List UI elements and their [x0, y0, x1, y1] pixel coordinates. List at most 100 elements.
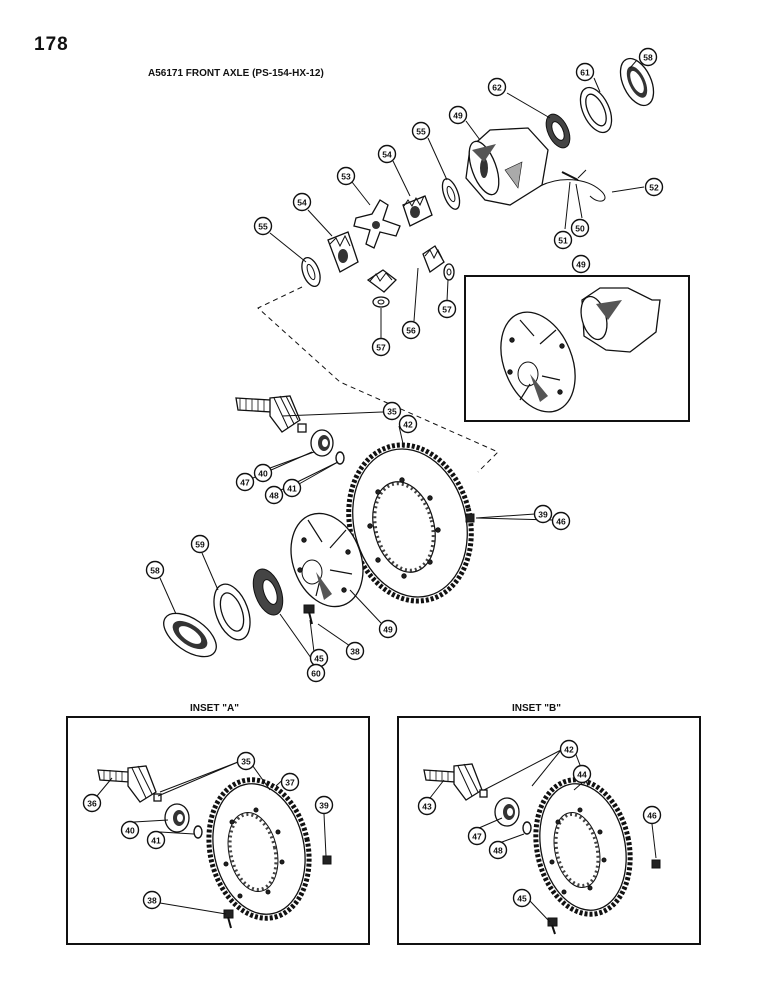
callout-label: 45	[314, 654, 324, 664]
callout-label: 46	[647, 811, 657, 821]
callout-45: 45	[512, 888, 532, 908]
callout-49: 49	[571, 254, 591, 274]
page-number: 178	[34, 34, 69, 55]
callout-label: 43	[422, 802, 432, 812]
callout-label: 38	[147, 896, 157, 906]
pinion-gear-56-upper	[422, 245, 445, 274]
callout-label: 47	[472, 832, 482, 842]
callout-36: 36	[82, 793, 102, 813]
callout-label: 58	[643, 53, 653, 63]
callout-label: 41	[287, 484, 297, 494]
callout-label: 62	[492, 83, 502, 93]
inset-b-nut	[651, 859, 661, 869]
leader-line	[465, 120, 481, 141]
callout-49: 49	[378, 619, 398, 639]
side-gear-54-right	[402, 195, 433, 227]
callout-61: 61	[575, 62, 595, 82]
callout-42: 42	[559, 739, 579, 759]
callout-35: 35	[236, 751, 256, 771]
callout-label: 40	[258, 469, 268, 479]
callout-39: 39	[533, 504, 553, 524]
callout-54: 54	[377, 144, 397, 164]
callout-47: 47	[235, 472, 255, 492]
inset-a-bolt	[223, 909, 234, 929]
callout-41: 41	[282, 478, 302, 498]
callout-38: 38	[345, 641, 365, 661]
leader-line	[317, 623, 351, 647]
case-half-49-body	[580, 287, 661, 353]
leader-line	[159, 577, 177, 615]
callout-57: 57	[371, 337, 391, 357]
bearing-cone-58-lower	[163, 612, 217, 658]
assembly-dashed-line	[257, 286, 499, 473]
snap-ring-41	[335, 451, 345, 465]
leader-line	[96, 777, 113, 797]
callout-group: 5861624955545354555250514956575735424740…	[82, 47, 664, 910]
leader-line	[475, 513, 536, 519]
leader-line	[575, 183, 583, 219]
callout-label: 55	[416, 127, 426, 137]
callout-label: 60	[311, 669, 321, 679]
inset-b-bearing	[494, 797, 520, 827]
callout-label: 42	[564, 745, 574, 755]
leader-line	[349, 589, 382, 624]
diagram-title: A56171 FRONT AXLE (PS-154-HX-12)	[148, 68, 324, 79]
callout-53: 53	[336, 166, 356, 186]
bearing-cone-62	[545, 113, 571, 149]
differential-case-49-lower	[290, 512, 364, 608]
inset-49-frame	[464, 275, 690, 422]
callout-label: 53	[341, 172, 351, 182]
leader-line	[269, 232, 307, 263]
ring-gear-bolt-38-45	[303, 604, 315, 625]
callout-48: 48	[264, 485, 284, 505]
callout-47: 47	[467, 826, 487, 846]
leader-line	[201, 552, 219, 591]
callout-46: 46	[551, 511, 571, 531]
callout-label: 39	[538, 510, 548, 520]
callout-label: 52	[649, 183, 659, 193]
leader-line	[281, 411, 384, 417]
leader-line	[611, 186, 645, 193]
bearing-cup-59	[213, 583, 251, 641]
leader-line	[392, 160, 411, 197]
leader-line	[159, 902, 227, 915]
callout-51: 51	[553, 230, 573, 250]
callout-49: 49	[448, 105, 468, 125]
callout-39: 39	[314, 795, 334, 815]
callout-label: 48	[493, 846, 503, 856]
callout-58: 58	[145, 560, 165, 580]
inset-a-nut	[322, 855, 332, 865]
callout-label: 61	[580, 68, 590, 78]
spider-cross-53	[353, 199, 401, 249]
leader-line	[157, 761, 239, 797]
callout-label: 48	[269, 491, 279, 501]
lock-nut-39-46	[465, 513, 475, 523]
inset-b-drive-pinion	[423, 763, 488, 801]
bearing-cone-58-top	[619, 57, 655, 107]
callout-label: 55	[258, 222, 268, 232]
leader-line	[133, 819, 169, 823]
callout-62: 62	[487, 77, 507, 97]
leader-line	[307, 209, 333, 237]
callout-37: 37	[280, 772, 300, 792]
leader-line	[323, 813, 327, 857]
callout-41: 41	[146, 830, 166, 850]
leader-line	[298, 461, 339, 485]
callout-label: 57	[376, 343, 386, 353]
callout-label: 54	[297, 198, 307, 208]
callout-label: 46	[556, 517, 566, 527]
inset-a-ring-gear	[206, 777, 312, 921]
callout-label: 37	[285, 778, 295, 788]
callout-label: 47	[240, 478, 250, 488]
leader-line	[478, 817, 503, 829]
inset-b-ring-gear	[533, 777, 633, 917]
pinion-gear-56-lower	[366, 269, 397, 293]
callout-56: 56	[401, 320, 421, 340]
callout-label: 49	[383, 625, 393, 635]
callout-label: 49	[576, 260, 586, 270]
callout-label: 51	[558, 236, 568, 246]
callout-54: 54	[292, 192, 312, 212]
lock-pin-50-wire-52	[539, 169, 606, 202]
callout-label: 57	[442, 305, 452, 315]
